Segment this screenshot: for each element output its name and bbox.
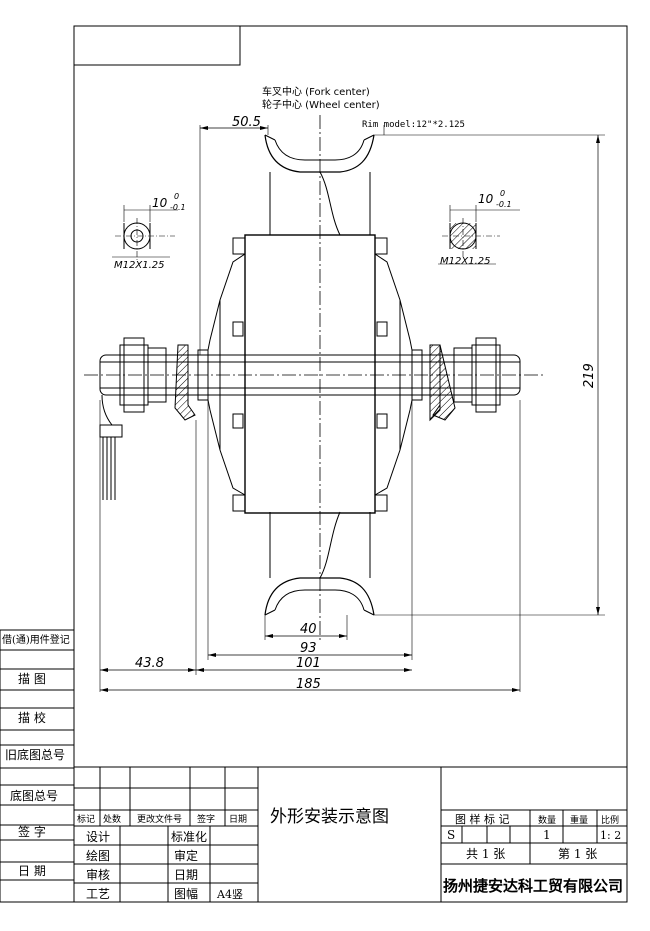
right-detail-size: 10 [478, 192, 494, 206]
left-detail-thread: M12X1.25 [114, 260, 164, 271]
rev-header-4: 日期 [229, 814, 247, 825]
left-detail-tol-lower: -0.1 [170, 203, 186, 212]
stage-label: 图 样 标 记 [455, 812, 510, 826]
row-label-drawing: 绘图 [86, 848, 110, 863]
dim-50-5: 50.5 [232, 115, 261, 130]
corner-box [73, 25, 241, 66]
side-item-5: 签 字 [18, 824, 46, 839]
title-block [74, 766, 627, 902]
left-detail-size: 10 [152, 196, 168, 210]
row-label-date: 日期 [174, 868, 198, 882]
dim-40: 40 [300, 622, 317, 637]
right-detail-tol-upper: 0 [500, 189, 505, 198]
row-label-process: 工艺 [86, 887, 110, 901]
side-item-3: 旧底图总号 [5, 747, 65, 762]
qty-label: 数量 [538, 814, 556, 826]
dim-93: 93 [300, 641, 317, 656]
side-item-4: 底图总号 [10, 788, 58, 803]
side-strip [0, 629, 75, 903]
row-label-approve: 审定 [174, 848, 198, 863]
hub-motor-drawing [84, 115, 605, 692]
row-label-standard: 标准化 [171, 830, 207, 844]
stage-value: S [447, 828, 455, 842]
scale-label: 比例 [601, 814, 619, 826]
side-item-2: 描 校 [18, 710, 46, 725]
left-axle-section-detail [112, 205, 178, 260]
side-item-0: 借(通)用件登记 [2, 633, 70, 646]
company-name: 扬州捷安达科工贸有限公司 [443, 877, 623, 895]
drawing-border [73, 25, 628, 903]
rev-header-2: 更改文件号 [137, 813, 182, 825]
dim-219: 219 [582, 363, 597, 388]
right-axle-section-detail [438, 205, 520, 265]
side-item-6: 日 期 [18, 864, 46, 878]
sheet-size-value: A4竖 [216, 888, 243, 901]
right-detail-tol-lower: -0.1 [496, 200, 512, 209]
dim-101: 101 [296, 656, 321, 671]
side-item-1: 描 图 [18, 672, 46, 686]
rev-header-3: 签字 [197, 813, 215, 825]
right-detail-thread: M12X1.25 [440, 256, 490, 267]
weight-label: 重量 [570, 814, 588, 826]
qty-value: 1 [543, 828, 551, 842]
drawing-title: 外形安装示意图 [270, 807, 389, 827]
rev-header-1: 处数 [103, 813, 121, 825]
dimension-arrows [100, 126, 600, 692]
wheel-center-label: 轮子中心 (Wheel center) [262, 98, 380, 111]
left-detail-tol-upper: 0 [174, 192, 179, 201]
row-label-review: 审核 [86, 867, 110, 882]
dim-43-8: 43.8 [135, 656, 164, 671]
rev-header-0: 标记 [77, 813, 95, 825]
row-label-format: 图幅 [174, 886, 198, 901]
row-label-design: 设计 [86, 830, 110, 844]
total-sheets: 共 1 张 [466, 847, 505, 861]
scale-value: 1: 2 [600, 829, 621, 842]
fork-center-label: 车叉中心 (Fork center) [262, 85, 370, 98]
sheet-number: 第 1 张 [558, 847, 597, 861]
rim-model-label: Rim model:12"*2.125 [362, 120, 465, 130]
dim-185: 185 [296, 677, 321, 692]
